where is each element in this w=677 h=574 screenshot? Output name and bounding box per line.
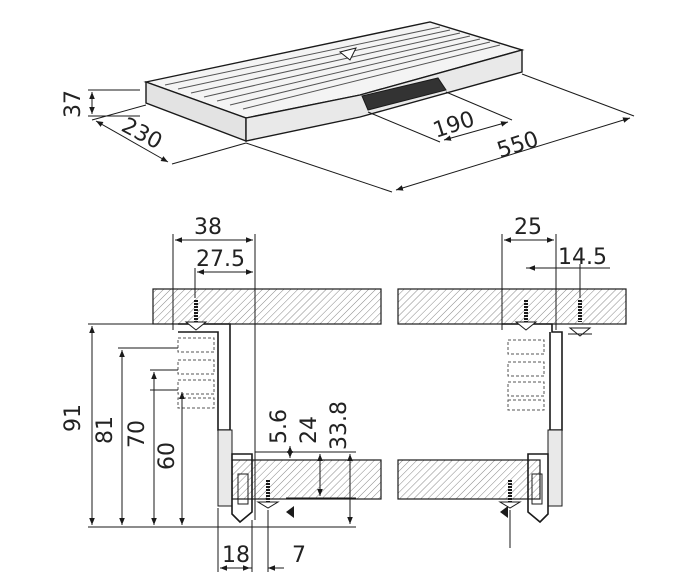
left-slide-profile (231, 453, 253, 524)
right-pointer-arrow-icon (500, 506, 508, 518)
dim-24: 24 (297, 416, 322, 444)
left-top-screw-icon (184, 300, 208, 331)
dim-81: 81 (93, 416, 118, 444)
right-slide-channel (531, 473, 543, 505)
dim-230: 230 (117, 113, 166, 155)
dim-27-5: 27.5 (196, 247, 245, 272)
dim-550: 550 (494, 127, 542, 164)
tray-isometric-view: 37 230 190 550 (61, 21, 635, 193)
tray-notch-icon (338, 47, 357, 61)
right-top-screw-icon (514, 300, 538, 331)
left-runner (217, 429, 233, 507)
right-lower-screw-icon (498, 480, 522, 509)
dim-70: 70 (125, 420, 150, 448)
dim-37: 37 (61, 90, 86, 118)
dim-25: 25 (514, 215, 542, 240)
dim-33-8: 33.8 (327, 401, 352, 450)
right-dashed-holes (507, 339, 545, 411)
tray-slats (164, 26, 501, 110)
dim-18: 18 (222, 543, 250, 568)
left-pointer-arrow-icon (286, 506, 294, 518)
dim-14-5: 14.5 (558, 245, 607, 270)
left-section-view: 38 27.5 91 81 70 60 5.6 24 33.8 18 7 (61, 215, 382, 572)
dim-60: 60 (155, 442, 180, 470)
tray-cutout (361, 77, 447, 111)
right-top-screw-2-icon (568, 300, 592, 337)
right-runner (547, 429, 563, 507)
left-lower-screw-icon (256, 480, 280, 509)
left-bracket (178, 323, 231, 431)
left-slide-channel (237, 473, 249, 505)
dim-38: 38 (194, 215, 222, 240)
left-lower-panel (231, 459, 382, 500)
right-section-view: 25 14.5 (397, 215, 627, 548)
dim-7: 7 (292, 543, 306, 568)
dim-5-6: 5.6 (267, 409, 292, 444)
dim-190: 190 (430, 107, 478, 144)
right-lower-panel (397, 459, 541, 500)
left-top-panel (152, 288, 382, 325)
right-top-panel (397, 288, 627, 325)
right-slide-profile (527, 453, 549, 524)
dim-91: 91 (61, 404, 86, 432)
left-dashed-holes (177, 337, 215, 409)
